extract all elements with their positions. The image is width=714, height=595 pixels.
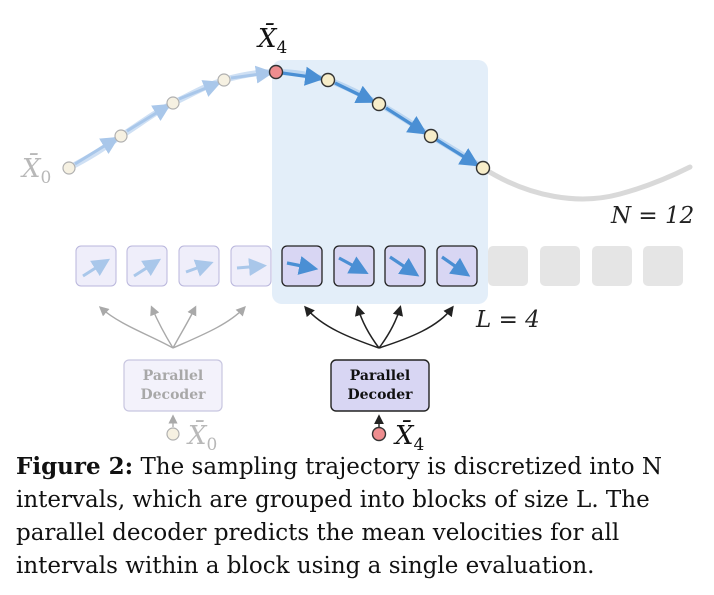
trajectory-point-2 <box>166 96 180 110</box>
completed-velocity-arrows <box>74 65 274 166</box>
trajectory-point-5 <box>320 72 336 88</box>
interval-cell-completed <box>230 245 272 287</box>
figure-caption-label: Figure 2: <box>16 453 134 480</box>
interval-cell-active <box>333 245 375 287</box>
figure-caption: Figure 2: The sampling trajectory is dis… <box>16 450 706 583</box>
inactive-decoder-input-point <box>166 427 180 441</box>
active-block-highlight <box>272 60 488 304</box>
future-trajectory-curve <box>480 164 693 202</box>
trajectory-point-7 <box>423 128 439 144</box>
trajectory-point-0 <box>62 161 76 175</box>
completed-trajectory-curve <box>66 69 279 171</box>
interval-cell-active <box>384 245 426 287</box>
interval-cell-pending <box>488 246 528 286</box>
interval-cell-completed <box>178 245 220 287</box>
parallel-decoder-active: Parallel Decoder <box>330 359 430 412</box>
active-decoder-input-label: X̄4 <box>393 419 424 450</box>
interval-cell-pending <box>540 246 580 286</box>
block-start-point-label: X̄4 <box>256 22 287 58</box>
interval-cell-completed <box>126 245 168 287</box>
interval-cell-active <box>436 245 478 287</box>
trajectory-point-6 <box>371 96 387 112</box>
start-point-label: X̄0 <box>20 152 51 188</box>
svg-text:Decoder: Decoder <box>348 387 414 403</box>
parallel-decoder-inactive: Parallel Decoder <box>123 359 223 412</box>
inactive-decoder-input-label: X̄0 <box>186 419 217 450</box>
active-velocity-arrows <box>281 66 480 167</box>
trajectory-point-4 <box>268 64 284 80</box>
interval-cells <box>75 245 683 287</box>
interval-cell-pending <box>643 246 683 286</box>
inactive-decoder-arrows <box>98 305 246 349</box>
interval-cell-pending <box>592 246 632 286</box>
trajectory-point-3 <box>217 73 231 87</box>
trajectory-point-1 <box>114 129 128 143</box>
figure-caption-text: The sampling trajectory is discretized i… <box>16 454 662 579</box>
trajectory-points <box>62 64 491 176</box>
svg-text:Decoder: Decoder <box>141 387 207 403</box>
active-decoder-arrows <box>304 305 454 349</box>
svg-text:Parallel: Parallel <box>143 368 204 384</box>
interval-cell-active <box>281 245 323 287</box>
svg-text:Parallel: Parallel <box>350 368 411 384</box>
interval-cell-completed <box>75 245 117 287</box>
trajectory-point-8 <box>475 160 491 176</box>
l-label: L = 4 <box>475 307 540 333</box>
active-decoder-input-point <box>371 426 387 442</box>
trajectory-diagram: X̄0 X̄4 N = 12 <box>20 22 694 450</box>
n-label: N = 12 <box>610 203 694 229</box>
